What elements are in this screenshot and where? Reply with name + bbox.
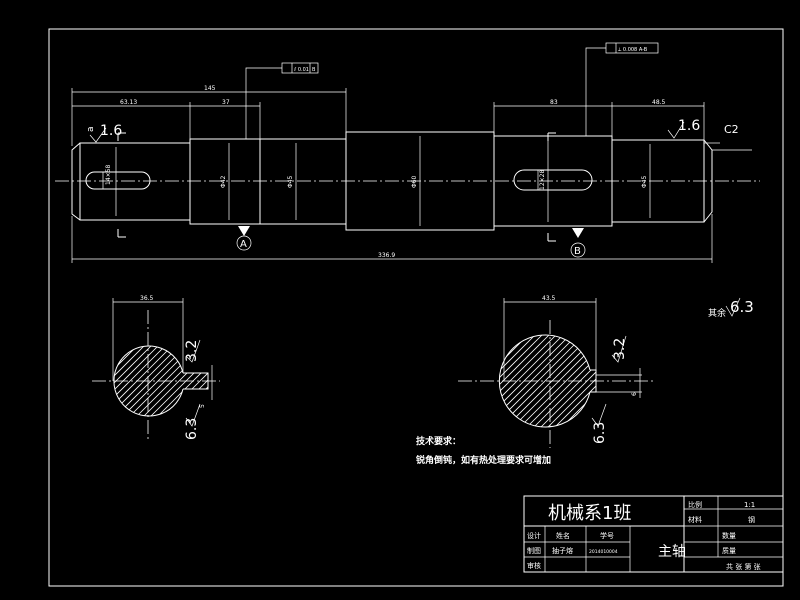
hatch-line — [549, 335, 596, 427]
shaft-segment-1 — [79, 142, 191, 221]
hatch-line — [697, 330, 799, 432]
hatch-line — [499, 335, 541, 427]
hatch-line — [690, 330, 792, 432]
dim-43-5: 43.5 — [542, 295, 556, 302]
hatch-line — [243, 340, 325, 422]
dim-dia-b: Φ42 — [220, 175, 227, 188]
title-block: 机械系1班 比例 1:1 材料 钢 数量 质量 主轴 共 张 第 张 设计 姓名… — [523, 495, 784, 573]
roughness-3-2-right: 3.2 — [612, 338, 628, 360]
hatch-line — [229, 340, 311, 422]
hatch-line — [556, 335, 596, 427]
hatch-line — [113, 346, 172, 416]
sheet-info: 共 张 第 张 — [726, 562, 761, 571]
svg-text:学号: 学号 — [600, 531, 614, 540]
hatch-line — [292, 340, 374, 422]
hatch-line — [634, 330, 736, 432]
svg-text:6: 6 — [631, 392, 638, 396]
hatch-line — [499, 335, 569, 427]
hatch-line — [264, 340, 346, 422]
dim-37: 37 — [222, 99, 230, 106]
hatch-line — [613, 330, 715, 432]
datum-label-left: A — [240, 239, 247, 250]
svg-text:数量: 数量 — [722, 531, 736, 540]
dim-48-5: 48.5 — [652, 99, 666, 106]
svg-text:材料: 材料 — [688, 515, 702, 524]
hatch-line — [499, 335, 534, 427]
hatch-line — [669, 330, 771, 432]
dim-63-13: 63.13 — [120, 99, 137, 106]
hatch-line — [271, 340, 353, 422]
roughness-1-6-left: 1.6 — [100, 123, 122, 139]
svg-text:5: 5 — [199, 404, 206, 408]
svg-text:抽子熔: 抽子熔 — [552, 546, 573, 555]
roughness-1-6-right: 1.6 — [678, 118, 700, 134]
svg-text:质量: 质量 — [722, 546, 736, 555]
hatch-line — [641, 330, 743, 432]
dim-336-9: 336.9 — [378, 252, 395, 259]
hatch-line — [222, 340, 304, 422]
tech-req-title: 技术要求： — [416, 435, 461, 447]
shaft-main-view: C2 14×58 Φ42 Φ45 Φ60 12×28 Φ45 145 63. — [55, 42, 760, 263]
tolerance-2: ⟂ 0.008 A-B — [618, 47, 648, 53]
dim-36-5: 36.5 — [140, 295, 154, 302]
chamfer-label: C2 — [724, 123, 739, 136]
svg-text:制图: 制图 — [527, 546, 541, 555]
roughness-6-3-left: 6.3 — [184, 418, 200, 440]
svg-text:比例: 比例 — [688, 500, 702, 509]
roughness-6-3-right: 6.3 — [592, 422, 608, 444]
section-left: 36.5 5 3.2 6.3 — [92, 295, 374, 440]
hatch-line — [662, 330, 764, 432]
hatch-line — [113, 346, 151, 416]
material-value: 钢 — [748, 515, 755, 524]
tech-req-body: 锐角倒钝，如有热处理要求可增加 — [416, 454, 551, 466]
hatch-line — [236, 340, 318, 422]
tolerance-1: ⫽ 0.01 — [293, 67, 309, 73]
hatch-line — [676, 330, 778, 432]
rest-roughness-value: 6.3 — [730, 298, 754, 316]
svg-text:设计: 设计 — [527, 531, 541, 540]
dim-dia-f: Φ45 — [641, 175, 648, 188]
drawing-border — [48, 28, 784, 587]
keyway-right — [513, 169, 593, 191]
hatch-line — [207, 346, 208, 416]
hatch-line — [257, 340, 339, 422]
hatch-line — [648, 330, 750, 432]
keyway-left — [85, 171, 151, 190]
hatch-line — [285, 340, 367, 422]
hatch-line — [683, 330, 785, 432]
org-name: 机械系1班 — [548, 503, 631, 524]
dim-145: 145 — [204, 85, 216, 92]
shaft-segment-3 — [259, 138, 347, 225]
hatch-line — [278, 340, 360, 422]
svg-text:B: B — [312, 67, 316, 73]
datum-b-left — [236, 235, 252, 251]
hatch-line — [655, 330, 757, 432]
svg-text:姓名: 姓名 — [556, 531, 570, 540]
part-name: 主轴 — [658, 544, 686, 560]
dim-key1: 14×58 — [105, 165, 112, 185]
svg-text:a: a — [86, 126, 96, 132]
svg-text:2014010004: 2014010004 — [589, 549, 618, 555]
shaft-segment-6 — [611, 139, 705, 223]
datum-b-right — [570, 242, 586, 258]
roughness-3-2-left: 3.2 — [184, 340, 200, 362]
rest-roughness-label: 其余 — [708, 307, 726, 319]
hatch-line — [514, 335, 596, 427]
hatch-line — [113, 346, 144, 416]
scale-value: 1:1 — [744, 501, 755, 509]
dim-83: 83 — [550, 99, 558, 106]
svg-text:审核: 审核 — [527, 561, 541, 570]
hatch-line — [215, 340, 297, 422]
dim-key2: 12×28 — [539, 170, 546, 190]
section-right: 43.5 6 3.2 6.3 — [458, 295, 799, 448]
datum-label-right: B — [574, 246, 581, 257]
hatch-line — [250, 340, 332, 422]
dim-dia-c: Φ45 — [287, 175, 294, 188]
dim-dia-d: Φ60 — [411, 175, 418, 188]
hatch-line — [499, 335, 548, 427]
